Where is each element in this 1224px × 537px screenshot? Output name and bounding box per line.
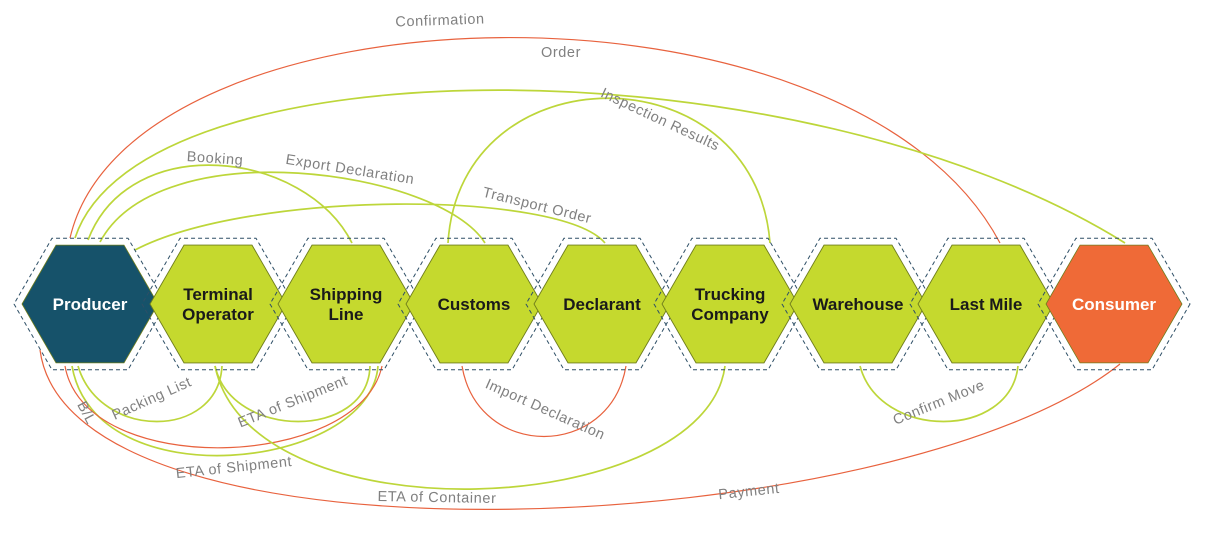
edge-bl (64, 365, 383, 449)
node-terminal-operator-dashed-outline (141, 237, 295, 371)
edge-order (74, 89, 1126, 244)
node-consumer-hexagon (1045, 244, 1183, 364)
label-eta-of-container: ETA of Container (377, 489, 496, 507)
node-terminal-operator-label: Terminal (183, 285, 253, 304)
node-shipping-line-dashed-outline (269, 237, 423, 371)
node-consumer-dashed-outline (1037, 237, 1191, 371)
edge-confirm-move (859, 365, 1019, 423)
node-producer-dashed-outline (13, 237, 167, 371)
node-trucking-company-label: Company (691, 305, 769, 324)
node-shipping-line-label: Shipping (310, 285, 383, 304)
node-customs: Customs (397, 237, 551, 371)
node-trucking-company-dashed-outline (653, 237, 807, 371)
edge-eta-of-shipment-2 (71, 365, 379, 457)
node-last-mile: Last Mile (909, 237, 1063, 371)
label-import-declaration: Import Declaration (483, 376, 608, 443)
node-declarant-hexagon (533, 244, 671, 364)
node-last-mile-dashed-outline (909, 237, 1063, 371)
edge-export-declaration (99, 171, 486, 244)
node-customs-dashed-outline (397, 237, 551, 371)
node-warehouse: Warehouse (781, 237, 935, 371)
node-shipping-line-hexagon (277, 244, 415, 364)
node-warehouse-hexagon (789, 244, 927, 364)
node-producer: Producer (13, 237, 167, 371)
node-declarant: Declarant (525, 237, 679, 371)
node-trucking-company-label: Trucking (695, 285, 766, 304)
label-confirmation: Confirmation (395, 11, 485, 30)
label-order: Order (541, 45, 581, 61)
node-consumer: Consumer (1037, 237, 1191, 371)
label-eta-of-shipment-2: ETA of Shipment (175, 454, 293, 482)
edge-eta-of-container (214, 365, 726, 490)
edge-import-declaration (461, 365, 627, 438)
node-customs-hexagon (405, 244, 543, 364)
edge-inspection-results (447, 97, 771, 244)
node-declarant-dashed-outline (525, 237, 679, 371)
node-trucking-company-hexagon (661, 244, 799, 364)
node-terminal-operator-label: Operator (182, 305, 254, 324)
node-shipping-line-label: Line (329, 305, 364, 324)
node-last-mile-hexagon (917, 244, 1055, 364)
edge-booking (87, 164, 353, 244)
node-warehouse-label: Warehouse (812, 295, 903, 314)
node-customs-label: Customs (438, 295, 511, 314)
label-inspection-results: Inspection Results (598, 85, 722, 154)
node-consumer-label: Consumer (1072, 295, 1156, 314)
node-producer-label: Producer (53, 295, 128, 314)
label-payment: Payment (718, 481, 781, 503)
edge-packing-list (77, 365, 223, 423)
label-transport-order: Transport Order (481, 185, 593, 228)
label-bl: B/L (73, 399, 98, 427)
node-warehouse-dashed-outline (781, 237, 935, 371)
edge-payment (39, 349, 1121, 511)
node-producer-hexagon (21, 244, 159, 364)
edge-eta-of-shipment-1 (214, 365, 371, 423)
edge-transport-order (134, 203, 606, 251)
label-packing-list: Packing List (110, 374, 195, 423)
node-terminal-operator-hexagon (149, 244, 287, 364)
node-declarant-label: Declarant (563, 295, 641, 314)
label-export-declaration: Export Declaration (285, 152, 416, 188)
label-booking: Booking (186, 149, 244, 169)
edge-confirmation (69, 37, 1001, 244)
node-last-mile-label: Last Mile (950, 295, 1023, 314)
